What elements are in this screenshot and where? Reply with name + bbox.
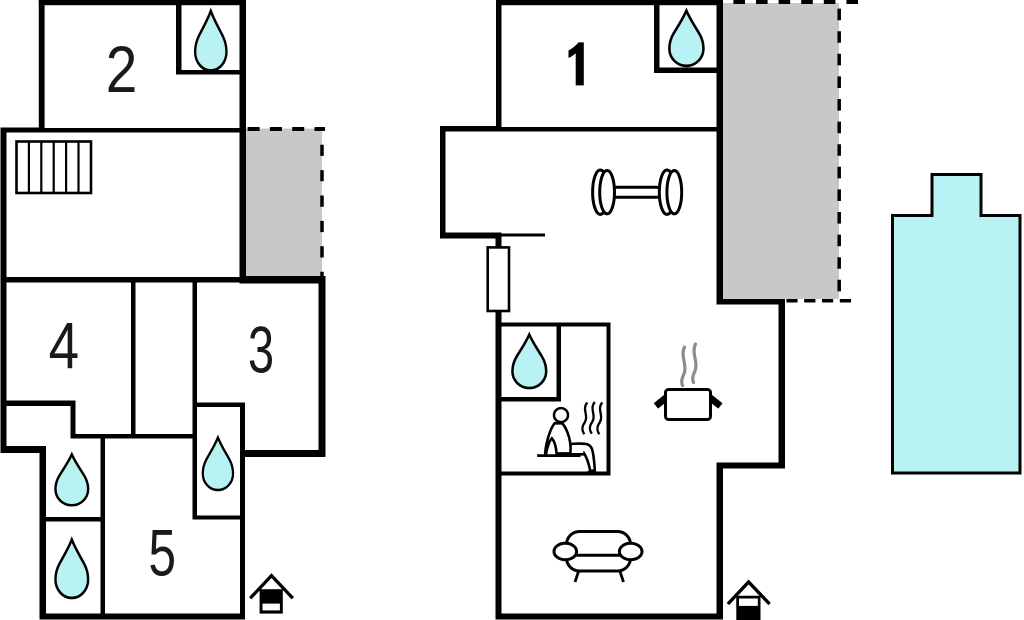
svg-text:3: 3 [248,314,274,388]
svg-text:4: 4 [49,309,79,383]
svg-text:5: 5 [149,517,177,591]
svg-text:2: 2 [106,33,138,107]
